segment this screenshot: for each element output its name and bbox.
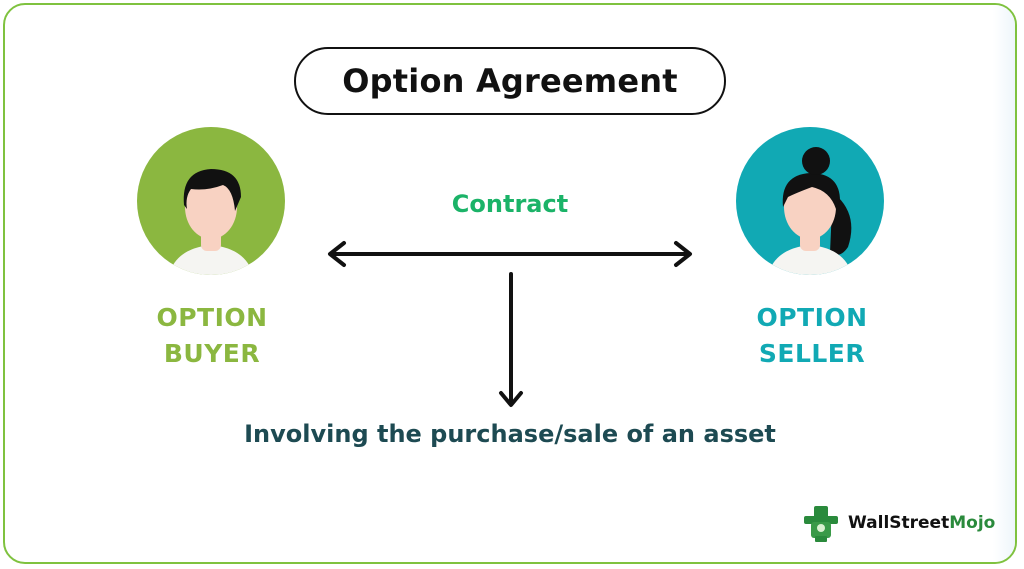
buyer-label-line1: OPTION [156,303,268,332]
brand-logo: WallStreetMojo [800,502,995,544]
contract-label: Contract [451,190,569,218]
bottom-description: Involving the purchase/sale of an asset [244,420,776,448]
buyer-label: OPTION BUYER [112,300,312,372]
diagram-title: Option Agreement [342,62,678,100]
seller-label-line2: SELLER [758,339,866,368]
brand-name-part2: Mojo [949,513,996,533]
wallstreetmojo-logo-icon [804,506,838,542]
side-shade [993,5,1015,562]
seller-label-line1: OPTION [756,303,868,332]
seller-avatar-icon [736,127,884,275]
buyer-avatar-icon [137,127,285,275]
title-box: Option Agreement [294,47,726,115]
brand-name: WallStreetMojo [848,513,995,533]
seller-label: OPTION SELLER [712,300,912,372]
brand-name-part1: WallStreet [848,513,950,533]
buyer-label-line2: BUYER [163,339,261,368]
